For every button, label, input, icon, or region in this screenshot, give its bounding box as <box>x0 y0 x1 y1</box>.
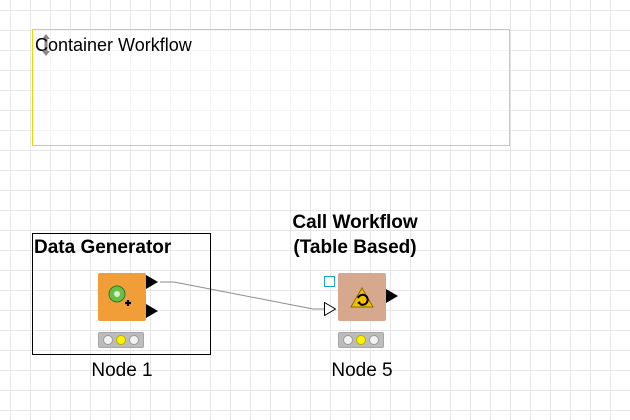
node-1-body[interactable] <box>98 273 146 321</box>
status-light-red <box>103 335 114 345</box>
node-5-body[interactable] <box>338 273 386 321</box>
node-5-title-line-2[interactable]: (Table Based) <box>293 237 417 258</box>
status-light-green <box>368 335 379 345</box>
node-1-label[interactable]: Node 1 <box>91 360 153 381</box>
status-light-yellow <box>115 335 126 345</box>
node-5-flow-variable-port[interactable] <box>324 276 335 287</box>
node-selection-box <box>32 233 211 355</box>
node-5-title-line-1[interactable]: Call Workflow <box>292 212 418 233</box>
move-handle-icon[interactable] <box>37 33 55 57</box>
status-light-green <box>128 335 139 345</box>
annotation-text: Container Workflow <box>35 35 192 55</box>
node-1-title[interactable]: Data Generator <box>34 237 172 258</box>
node-5-output-port[interactable] <box>386 289 398 303</box>
node-1-status-traffic-light <box>98 332 144 348</box>
node-5-label[interactable]: Node 5 <box>331 360 393 381</box>
node-5-status-traffic-light <box>338 332 384 348</box>
data-generator-icon <box>108 285 131 306</box>
node-1-output-port-1[interactable] <box>146 275 158 289</box>
call-workflow-icon <box>350 287 374 308</box>
workflow-annotation[interactable]: Container Workflow <box>32 29 510 146</box>
status-light-red <box>343 335 354 345</box>
node-1-output-port-2[interactable] <box>146 304 158 318</box>
status-light-yellow <box>355 335 366 345</box>
node-5-input-port[interactable] <box>324 302 336 316</box>
